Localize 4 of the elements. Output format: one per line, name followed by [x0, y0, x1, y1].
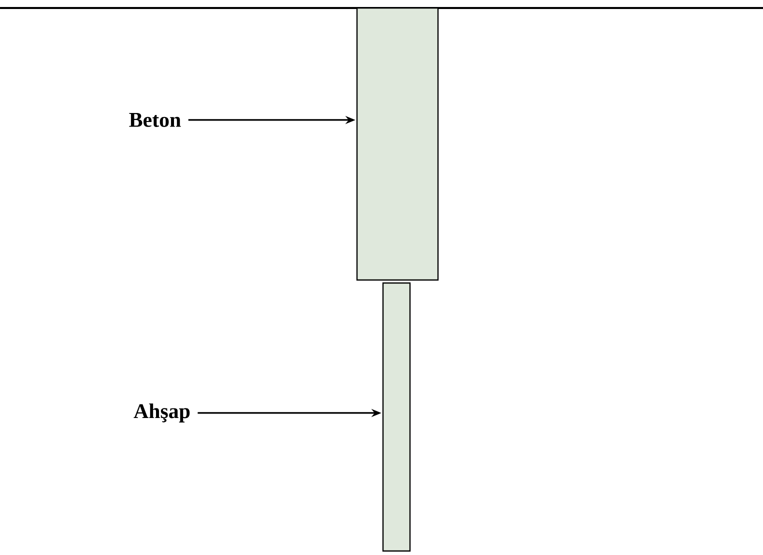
- material-label: Beton: [129, 113, 181, 127]
- concrete-block: [356, 7, 439, 281]
- material-label: Ahşap: [134, 404, 190, 422]
- timber-pile: [382, 282, 411, 552]
